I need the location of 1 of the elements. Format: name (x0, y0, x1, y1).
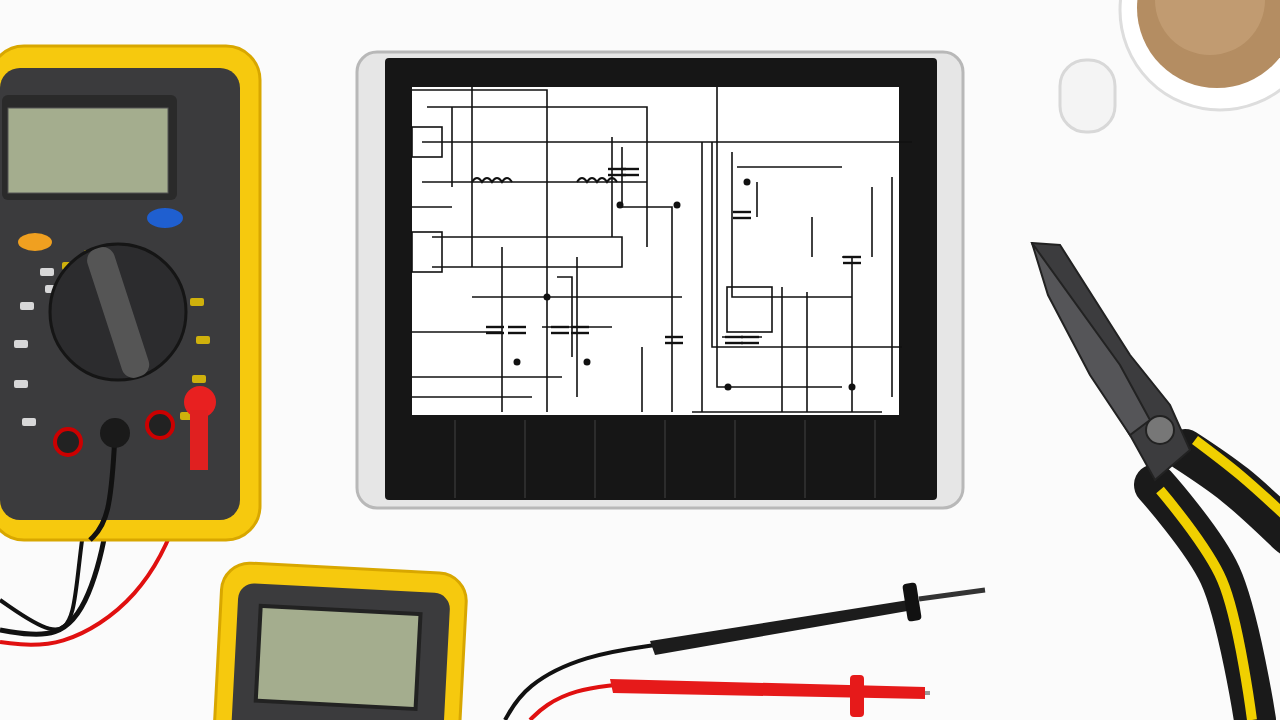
tablet-schematic-drawing (355, 50, 967, 512)
